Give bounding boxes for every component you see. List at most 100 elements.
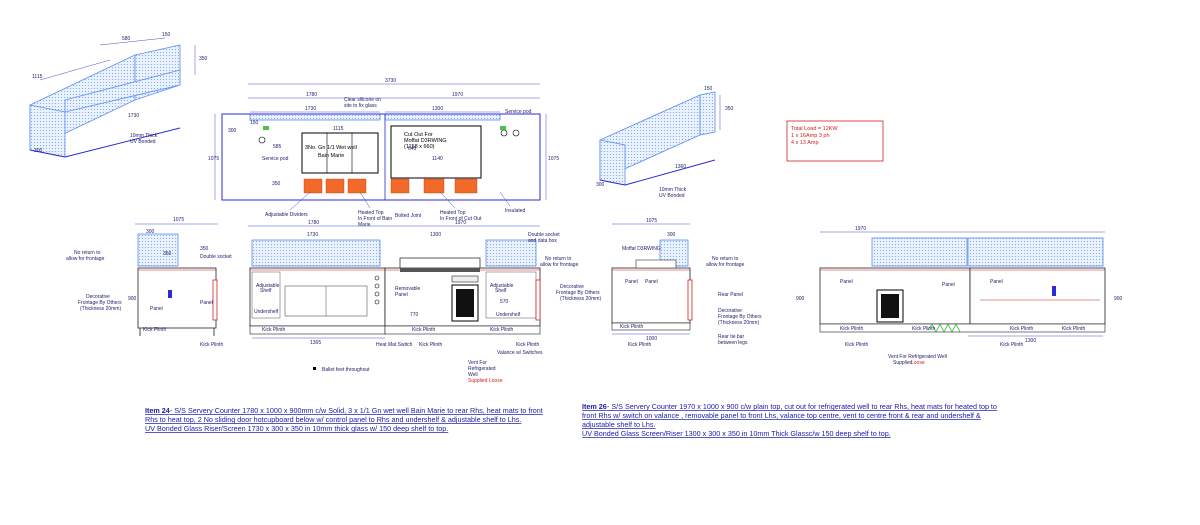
load-line-1: 1 x 16Amp 3 ph: [791, 133, 830, 139]
iso-right-dim-1: 350: [725, 106, 734, 112]
plan-cut-out-1: Moffat D3RWING: [404, 138, 447, 144]
elev-l-adj-shelf-0: Adjustable: [256, 283, 280, 289]
iso-left-dim-0: 580: [122, 36, 131, 42]
elev-m-dim-0: 1075: [646, 218, 657, 224]
item24-line-2: UV Bonded Glass Riser/Screen 1730 x 300 …: [145, 424, 448, 433]
elev-l-top-dim-0: 1780: [308, 220, 319, 226]
elev-l-top-dim-1: 1970: [455, 220, 466, 226]
elev-l-kick-bottom-2: Kick Plinth: [516, 342, 540, 348]
elev-m-panel: Panel: [625, 279, 638, 285]
iso-left-dim-2: 350: [199, 56, 208, 62]
elev-m-dim-2: 1000: [646, 336, 657, 342]
elev-l-side-dim-3: 350: [163, 251, 172, 257]
plan-heated-bain-0: Heated Top: [358, 210, 384, 216]
elev-l-kick-side: Kick Plinth: [200, 342, 224, 348]
elev-l-side-dim-0: 1075: [173, 217, 184, 223]
elev-m-no-return-0: No return to: [712, 256, 739, 262]
elev-m-rear-tie-1: between legs: [718, 340, 748, 346]
plan-left-width: 1780: [306, 92, 317, 98]
elev-m-moffat: Moffat D3RWING: [622, 246, 661, 252]
elev-r-kick-0: Kick Plinth: [840, 326, 864, 332]
plan-dim-0: 150: [250, 120, 259, 126]
elev-m-rear-panel: Rear Panel: [718, 292, 743, 298]
elev-l-kick-1: Kick Plinth: [262, 327, 286, 333]
elev-l-double-socket: Double socket: [200, 254, 232, 260]
iso-left-dim-4: 1730: [128, 113, 139, 119]
elev-l-vent-1: Refrigerated: [468, 366, 496, 372]
load-line-2: 4 x 13 Amp: [791, 140, 819, 146]
elev-r-kick-2: Kick Plinth: [1010, 326, 1034, 332]
elev-m-dim-1: 300: [667, 232, 676, 238]
plan-heated-cut-1: In Front of Cut Out: [440, 216, 482, 222]
elev-l-vent-2: Well: [468, 372, 478, 378]
iso-glass-screen-right: 150 350 1360 300 10mm Thick UV Bonded: [596, 86, 734, 199]
plan-service-pod-left: Service pod: [262, 156, 289, 162]
elev-l-side-panel-2: Panel: [200, 300, 213, 306]
plan-service-pod-right: Service pod: [505, 109, 532, 115]
elev-l-side-dim-2: 350: [200, 246, 209, 252]
item24-line-0: - S/S Servery Counter 1780 x 1000 x 900m…: [170, 406, 543, 415]
elev-l-no-return-0: No return to: [74, 250, 101, 256]
elev-l-deco-1: Frontage By Others: [78, 300, 122, 306]
elevation-item26-side: 1075 300 Panel Panel Kick Plinth 1000 Mo…: [611, 218, 762, 348]
iso-left-dim-1: 150: [162, 32, 171, 38]
plan-left-height: 1075: [208, 156, 219, 162]
elev-l-deco-r0: Decorative: [560, 284, 584, 290]
elev-l-adj-shelf-1: Shelf: [260, 288, 272, 294]
plan-dim-2: 585: [273, 144, 282, 150]
elev-r-side-2: 900: [1114, 296, 1123, 302]
elev-r-vent-0: Vent For Refrigerated Well: [888, 354, 947, 360]
plan-heated-cut-0: Heated Top: [440, 210, 466, 216]
notes-item26: Item 26 - S/S Servery Counter 1970 x 100…: [582, 402, 997, 438]
item26-line-2: adjustable shelf to Lhs.: [582, 420, 656, 429]
iso-right-dim-0: 150: [704, 86, 713, 92]
elev-r-kick-5: Kick Plinth: [1000, 342, 1024, 348]
iso-right-dim-3: 300: [596, 182, 605, 188]
elev-r-panel-1: Panel: [942, 282, 955, 288]
elev-m-panel-2: Panel: [645, 279, 658, 285]
elev-l-vent-0: Vent For: [468, 360, 487, 366]
iso-left-label-0: 10mm Thick: [130, 133, 158, 139]
elev-r-kick-3: Kick Plinth: [1062, 326, 1086, 332]
load-line-0: Total Load = 12KW: [791, 126, 838, 132]
elev-r-panel-0: Panel: [840, 279, 853, 285]
iso-left-label-1: UV Bonded: [130, 139, 156, 145]
notes-item24: Item 24 - S/S Servery Counter 1780 x 100…: [145, 406, 543, 433]
elev-l-kick-3: Kick Plinth: [490, 327, 514, 333]
elev-l-no-return-r0: No return to: [545, 256, 572, 262]
plan-dim-6: 350: [272, 181, 281, 187]
elev-m-deco-2: (Thickness 20mm): [718, 320, 759, 326]
item26-line-3: UV Bonded Glass Screen/Riser 1300 x 300 …: [582, 429, 891, 438]
plan-adjustable-dividers: Adjustable Dividers: [265, 212, 308, 218]
elev-l-kick-bottom: Kick Plinth: [419, 342, 443, 348]
elev-l-ballet: Ballet feet throughout: [322, 367, 370, 373]
plan-cut-out-2: (1158 x 660): [404, 144, 435, 150]
elev-r-panel-2: Panel: [990, 279, 1003, 285]
plan-glass-sheet-0: Clear silicone on: [344, 97, 381, 103]
elev-r-top-dim-1: 1300: [1025, 338, 1036, 344]
iso-right-label-1: UV Bonded: [659, 193, 685, 199]
plan-dim-1: 300: [228, 128, 237, 134]
plan-right-width: 1970: [452, 92, 463, 98]
iso-right-label-0: 10mm Thick: [659, 187, 687, 193]
elev-l-no-return-r1: allow for frontage: [540, 262, 579, 268]
plan-cut-out-0: Cut Out For: [404, 132, 433, 138]
elev-l-adj-shelf-r1: Shelf: [495, 288, 507, 294]
plan-dim-3: 645: [408, 146, 417, 152]
elev-m-rear-tie-0: Rear tie bar: [718, 334, 744, 340]
elev-r-kick-4: Kick Plinth: [845, 342, 869, 348]
elev-l-side-dim-1: 300: [146, 229, 155, 235]
elev-l-undershelf-r: Undershelf: [496, 312, 521, 318]
elevation-item26-front: 1970 Panel Panel Panel 900 900 Kick Plin…: [796, 226, 1123, 366]
item26-title: Item 26: [582, 402, 607, 411]
elev-l-top-dim-2: 1730: [307, 232, 318, 238]
item24-title: Item 24: [145, 406, 170, 415]
plan-insulated: Insulated: [505, 208, 526, 214]
plan-glass-sheet-1: site to fix glass: [344, 103, 377, 109]
elev-l-valance: Valance w/ Switches: [497, 350, 543, 356]
elev-l-deco-r2: (Thickness 20mm): [560, 296, 601, 302]
elev-l-bottom-dim-0: 1365: [310, 340, 321, 346]
elev-l-kick-side-bottom: Kick Plinth: [143, 327, 167, 333]
elev-r-vent-1: Supplied: [893, 360, 913, 366]
plan-right-height: 1075: [548, 156, 559, 162]
